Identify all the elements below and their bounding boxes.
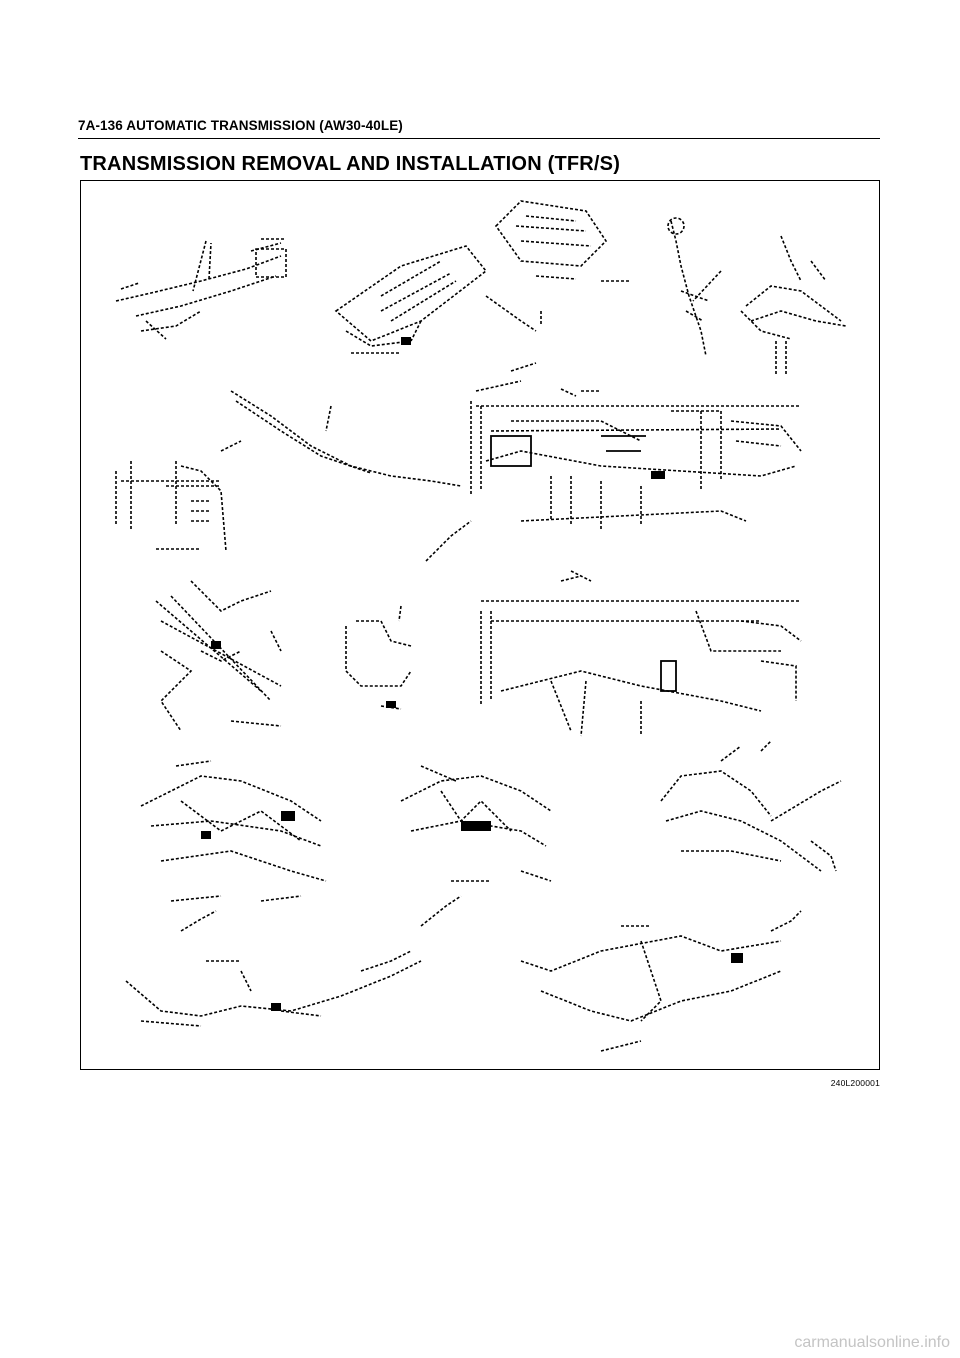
transmission-assembly-illustration [425, 362, 802, 562]
figure-code: 240L200001 [830, 1078, 880, 1088]
exploded-diagram-frame [80, 180, 880, 1070]
propeller-shaft-illustration [115, 238, 287, 340]
linkage-illustration [740, 235, 847, 376]
header-rule [78, 138, 880, 139]
page-header: 7A-136 AUTOMATIC TRANSMISSION (AW30-40LE… [78, 118, 403, 133]
transmission-view-2-illustration [480, 570, 802, 737]
torque-converter-illustration [400, 765, 552, 927]
lower-harness-right-illustration [520, 910, 802, 1052]
lower-harness-left-illustration [125, 950, 422, 1027]
shift-lever-illustration [667, 217, 722, 357]
bracket-illustration [115, 440, 242, 552]
drive-plate-illustration [140, 760, 327, 932]
center-bracket-illustration [345, 605, 412, 710]
mount-assembly-illustration [660, 740, 842, 872]
footer-watermark: carmanualsonline.info [794, 1334, 950, 1351]
console-box-illustration [334, 245, 488, 354]
section-title: TRANSMISSION REMOVAL AND INSTALLATION (T… [80, 153, 621, 175]
console-panel-illustration [485, 200, 629, 332]
exhaust-pipe-illustration [230, 390, 462, 487]
wiring-harness-illustration [155, 580, 282, 732]
exploded-diagram [115, 200, 847, 1052]
